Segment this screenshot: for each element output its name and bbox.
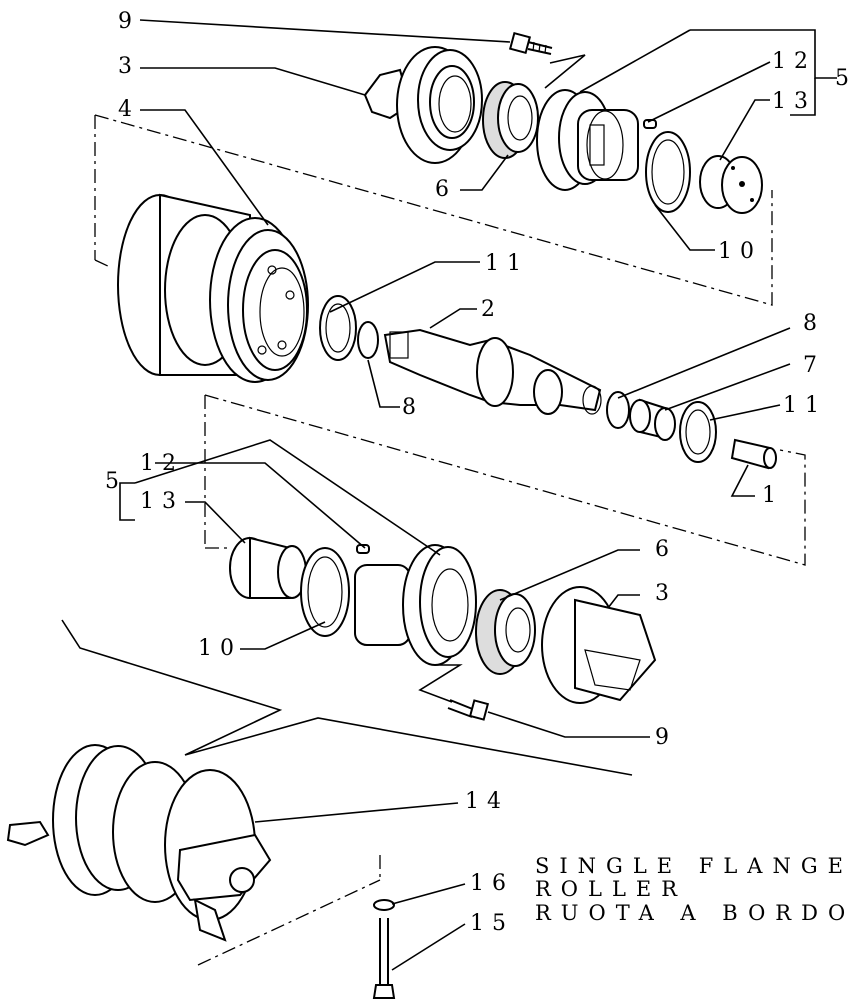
callout-11-right: 11 xyxy=(783,393,827,418)
callout-1: 1 xyxy=(762,483,784,508)
callout-6-top: 6 xyxy=(435,177,457,202)
hub-5-bottom xyxy=(354,544,477,666)
callout-6-bottom: 6 xyxy=(655,537,677,562)
pin-12-bottom xyxy=(356,544,370,554)
o-ring-8-left xyxy=(357,321,379,359)
end-collar-3-top xyxy=(363,46,483,164)
callout-3-bottom: 3 xyxy=(655,581,677,606)
callout-13-top: 13 xyxy=(772,89,816,114)
assembled-roller-14 xyxy=(6,619,633,942)
callout-5-top: 5 xyxy=(835,66,857,91)
seal-6-top xyxy=(482,81,539,159)
gasket-11-top xyxy=(319,295,357,361)
seal-6-bottom xyxy=(475,589,536,675)
callout-4: 4 xyxy=(118,97,140,122)
callout-3-top: 3 xyxy=(118,54,140,79)
callout-10-bottom: 10 xyxy=(198,636,242,661)
o-ring-8-right xyxy=(606,391,630,429)
bolt-15 xyxy=(372,918,396,999)
callout-10-top: 10 xyxy=(718,239,762,264)
caption: SINGLE FLANGE ROLLER RUOTA A BORDO xyxy=(535,854,855,925)
washer-16 xyxy=(373,899,395,911)
bolt-9-bottom xyxy=(447,699,490,721)
leader-lines xyxy=(119,19,837,971)
shaft-2 xyxy=(383,328,602,415)
hub-5-top xyxy=(536,89,639,191)
end-collar-3-bottom xyxy=(541,586,657,704)
pin-1 xyxy=(730,438,777,470)
caption-line-3: RUOTA A BORDO xyxy=(535,901,855,925)
gasket-10-top xyxy=(645,131,691,213)
callout-9-top: 9 xyxy=(118,9,140,34)
callout-15: 15 xyxy=(470,911,514,936)
bolt-9-top xyxy=(508,31,553,55)
roller-body-4 xyxy=(117,193,309,383)
callout-14: 14 xyxy=(465,789,509,814)
callout-8-right: 8 xyxy=(803,311,825,336)
caption-line-1: SINGLE FLANGE xyxy=(535,854,853,878)
callout-7: 7 xyxy=(803,353,825,378)
callout-16: 16 xyxy=(470,871,514,896)
callout-2: 2 xyxy=(481,297,503,322)
callout-11-top: 11 xyxy=(485,251,529,276)
gasket-11-right xyxy=(679,401,717,463)
gasket-10-bottom xyxy=(300,547,350,637)
callout-labels: 9 3 4 6 12 5 13 10 11 2 8 8 7 11 1 12 5 … xyxy=(105,9,857,936)
callout-8-left: 8 xyxy=(402,395,424,420)
plug-13-top xyxy=(699,155,763,214)
callout-5-bottom: 5 xyxy=(105,469,127,494)
pin-12-top xyxy=(643,119,657,129)
center-lines xyxy=(94,114,806,966)
plug-13-bottom xyxy=(229,536,307,599)
callout-13-bottom: 13 xyxy=(140,489,184,514)
caption-line-2: ROLLER xyxy=(535,877,687,901)
callout-12-bottom: 12 xyxy=(140,451,184,476)
callout-9-bottom: 9 xyxy=(655,725,677,750)
callout-12-top: 12 xyxy=(772,49,816,74)
bushing-7 xyxy=(629,398,676,441)
